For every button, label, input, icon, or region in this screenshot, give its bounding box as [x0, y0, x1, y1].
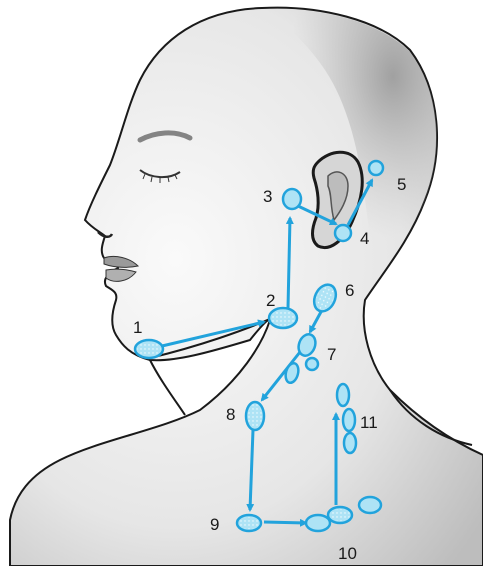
label-10: 10	[338, 544, 357, 563]
label-1: 1	[133, 318, 142, 337]
node-10-supraclavicular-a	[306, 515, 330, 531]
arrow-9-to-10	[264, 522, 306, 523]
label-7: 7	[327, 345, 336, 364]
arrow-2-to-3	[288, 218, 290, 308]
label-9: 9	[210, 515, 219, 534]
label-5: 5	[397, 175, 406, 194]
label-8: 8	[226, 405, 235, 424]
neck-line	[150, 360, 185, 415]
label-6: 6	[345, 281, 354, 300]
node-texture-8	[248, 404, 262, 428]
node-11-posterior-a	[337, 384, 349, 406]
label-4: 4	[360, 229, 369, 248]
node-3-preauricular	[283, 189, 301, 209]
label-2: 2	[266, 291, 275, 310]
node-texture-1	[137, 342, 161, 356]
node-4-postauricular	[335, 225, 351, 241]
node-10-supraclavicular-c	[359, 497, 381, 513]
node-texture-2	[271, 310, 295, 326]
node-texture-9	[239, 517, 259, 529]
label-11: 11	[360, 413, 378, 432]
node-11-posterior-c	[344, 433, 356, 453]
node-11-posterior-b	[343, 409, 355, 431]
node-5-occipital	[369, 161, 383, 175]
node-texture-10	[330, 509, 350, 521]
label-3: 3	[263, 187, 272, 206]
node-7-mid-cervical-b	[306, 358, 318, 370]
